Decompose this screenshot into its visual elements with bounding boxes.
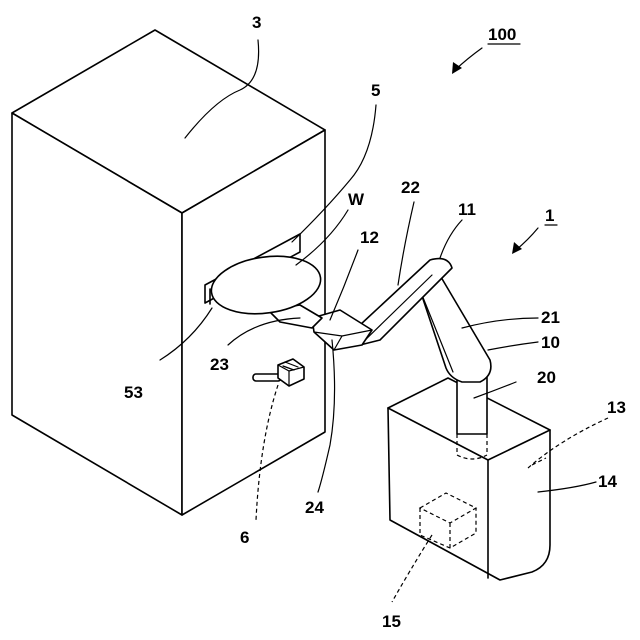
leader-upper-joint (440, 220, 462, 258)
label-system: 100 (488, 25, 516, 44)
sensor-stem (253, 374, 281, 381)
upper-arm-edge (360, 275, 432, 345)
label-shaft: 20 (537, 368, 556, 387)
label-lower-arm: 21 (541, 308, 560, 327)
label-opening: 5 (371, 81, 380, 100)
label-lower-joint: 10 (541, 333, 560, 352)
label-finger: 23 (210, 355, 229, 374)
label-wafer: W (348, 190, 365, 209)
label-hand-base: 24 (305, 498, 324, 517)
arrow-robot-head (512, 242, 522, 254)
label-upper-arm: 22 (401, 178, 420, 197)
label-hand-tip: 12 (360, 228, 379, 247)
label-sensor: 6 (240, 528, 249, 547)
leader-lower-joint (488, 342, 538, 350)
label-controller: 15 (382, 612, 401, 631)
leader-upper-arm (398, 202, 414, 285)
label-robot: 1 (545, 206, 554, 225)
label-upper-joint: 11 (458, 200, 476, 219)
label-base: 14 (598, 472, 617, 491)
label-slot: 53 (124, 383, 143, 402)
leader-lower-arm (462, 318, 538, 328)
leader-controller (392, 535, 432, 602)
arrow-system-head (452, 62, 462, 74)
reference-arrows (452, 48, 538, 254)
label-base-cover: 13 (607, 398, 626, 417)
leader-hand-tip (330, 250, 358, 320)
label-cabinet: 3 (252, 13, 261, 32)
